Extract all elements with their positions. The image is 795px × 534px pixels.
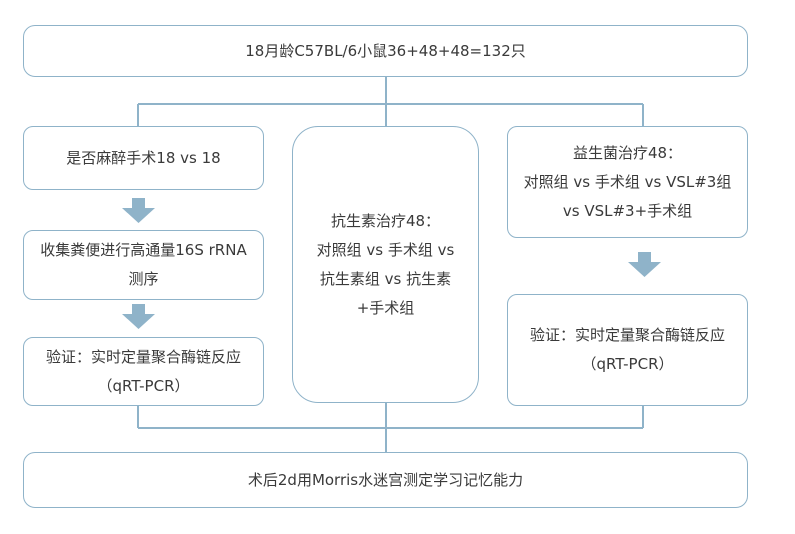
antibiotic-line-4: +手术组 — [356, 298, 415, 317]
anesthesia-box: 是否麻醉手术18 vs 18 — [23, 126, 264, 190]
qrt-pcr-right-line-1: 验证：实时定量聚合酶链反应 — [529, 326, 725, 344]
cohort-text: 18月龄C57BL/6小鼠36+48+48=132只 — [245, 41, 526, 60]
antibiotic-line-2: 对照组 vs 手术组 vs — [316, 240, 455, 259]
probiotic-line-2: 对照组 vs 手术组 vs VSL#3组 — [523, 172, 732, 191]
sequencing-line-1: 收集粪便进行高通量16S rRNA — [40, 241, 247, 259]
morris-maze-text: 术后2d用Morris水迷宫测定学习记忆能力 — [247, 470, 524, 489]
down-arrow-2 — [122, 304, 155, 329]
down-arrow-3 — [628, 252, 661, 277]
probiotic-box: 益生菌治疗48： 对照组 vs 手术组 vs VSL#3组 vs VSL#3+手… — [507, 126, 748, 238]
sequencing-line-2: 测序 — [128, 270, 159, 288]
antibiotic-line-1: 抗生素治疗48： — [330, 211, 441, 230]
morris-maze-box: 术后2d用Morris水迷宫测定学习记忆能力 — [23, 452, 748, 508]
down-arrow-1 — [122, 198, 155, 223]
probiotic-line-1: 益生菌治疗48： — [572, 143, 683, 162]
cohort-box: 18月龄C57BL/6小鼠36+48+48=132只 — [23, 25, 748, 77]
sequencing-box: 收集粪便进行高通量16S rRNA 测序 — [23, 230, 264, 300]
qrt-pcr-right-box: 验证：实时定量聚合酶链反应 （qRT-PCR） — [507, 294, 748, 406]
qrt-pcr-left-line-1: 验证：实时定量聚合酶链反应 — [45, 347, 241, 366]
qrt-pcr-left-box: 验证：实时定量聚合酶链反应 （qRT-PCR） — [23, 337, 264, 406]
qrt-pcr-left-line-2: （qRT-PCR） — [97, 376, 190, 395]
antibiotic-box: 抗生素治疗48： 对照组 vs 手术组 vs 抗生素组 vs 抗生素 +手术组 — [292, 126, 479, 403]
anesthesia-text: 是否麻醉手术18 vs 18 — [66, 148, 221, 167]
antibiotic-line-3: 抗生素组 vs 抗生素 — [319, 269, 452, 288]
probiotic-line-3: vs VSL#3+手术组 — [562, 201, 693, 220]
qrt-pcr-right-line-2: （qRT-PCR） — [581, 355, 674, 373]
